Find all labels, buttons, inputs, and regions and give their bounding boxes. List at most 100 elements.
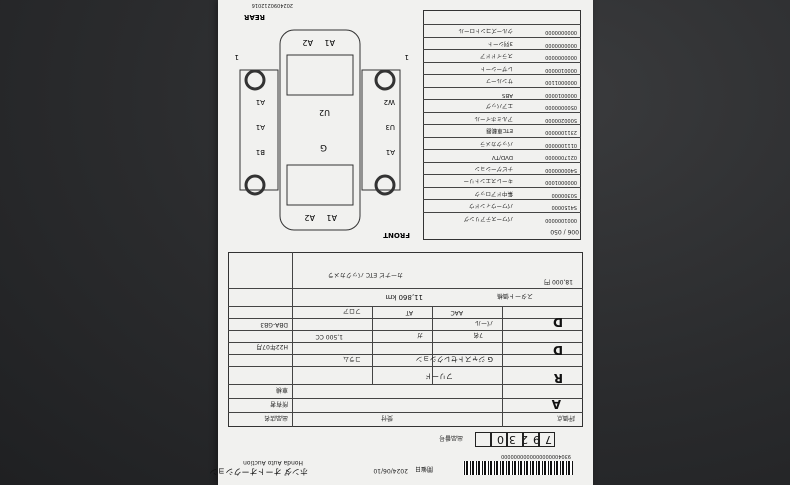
vehicle-damage-diagram: A1 A2 G U2 A1 U3 W2 B1 A1 A1 A1 A2 1 1 F…	[235, 13, 410, 239]
score-d-interior: D	[553, 343, 563, 357]
col-divider	[372, 307, 373, 385]
equipment-row-divider	[423, 49, 581, 51]
mark-a1-front: A1	[326, 213, 337, 222]
equipment-code: 0000001100	[545, 79, 577, 86]
mark-a2-rear: A2	[302, 38, 313, 47]
mark-u2: U2	[319, 108, 330, 117]
equipment-row-divider	[423, 137, 581, 138]
barcode-digits: 9304000000000000000000	[501, 453, 571, 459]
equipment-item: エアバッグ	[485, 102, 513, 109]
equipment-code: S4150000	[551, 204, 577, 211]
equipment-row-divider	[423, 24, 581, 26]
equipment-item: DVD/TV	[491, 154, 513, 161]
fuel: ガ	[416, 331, 423, 338]
wheel-rear-right	[244, 69, 266, 91]
barcode	[463, 461, 573, 475]
equipment-code: 0500000000	[545, 104, 577, 111]
equipment-code: 0000010000	[545, 92, 577, 98]
event-date-label: 開催日	[414, 465, 433, 472]
equipment-code: 2311000000	[545, 129, 577, 136]
grade: G ジャストセレクション	[415, 355, 493, 363]
mark-a1-right: A1	[256, 123, 265, 131]
row-divider	[228, 366, 583, 367]
equipment-row-divider	[423, 99, 581, 101]
wheel-front-left	[374, 174, 396, 196]
inspection-label: 車検	[275, 386, 288, 393]
equipment-code: 0000100000	[545, 67, 577, 73]
right-side-outline	[239, 69, 279, 191]
equipment-item: バックカメラ	[479, 140, 513, 146]
equipment-row-divider	[423, 212, 581, 213]
lot-cell-3	[507, 432, 523, 447]
event-date: 2024/06/10	[373, 467, 408, 474]
auction-inspection-sheet: ホンダ オートオークション Honda Auto Auction 開催日 202…	[209, 0, 593, 485]
row-divider	[228, 318, 583, 319]
doc-ref: 006 / 050	[550, 228, 579, 235]
lot-cell-5	[475, 432, 491, 447]
auction-name-en: Honda Auto Auction	[243, 459, 303, 466]
equipment-row-divider	[423, 37, 581, 38]
equipment-code: 5400000000	[545, 167, 577, 173]
model-name: フリード	[425, 372, 453, 380]
equipment-item: ABS	[502, 92, 513, 98]
sheet-rotated-content: ホンダ オートオークション Honda Auto Auction 開催日 202…	[209, 0, 593, 485]
lot-label: 出品番号	[438, 434, 463, 441]
row-divider	[228, 306, 583, 307]
equipment-row-divider	[423, 174, 581, 176]
type: AT	[405, 309, 413, 316]
score-r: R	[553, 371, 563, 385]
auction-name: ホンダ オートオークション	[209, 467, 308, 476]
equipment-item: パワーウィンドウ	[468, 202, 513, 209]
lot-number-box: 79230	[492, 432, 555, 447]
transmission: コラム	[343, 355, 361, 362]
row-divider	[228, 330, 583, 331]
mark-b1: B1	[256, 148, 265, 156]
score-a: A	[551, 397, 561, 411]
equipment-row-divider	[423, 87, 581, 88]
equipment-item: ETC車載器	[486, 127, 513, 134]
year: H22年07月	[256, 343, 288, 350]
score-d-exterior: D	[553, 315, 563, 329]
equipment-code: 0000000000	[545, 29, 577, 36]
score-label: 評価点	[556, 414, 575, 421]
front-label: FRONT	[383, 231, 410, 239]
equipment-row-divider	[423, 162, 581, 163]
seats: 7名	[473, 331, 483, 338]
col-divider	[502, 307, 503, 427]
equipment-item: サンルーフ	[485, 77, 513, 84]
start-price: 18,000 円	[544, 278, 573, 285]
equipment-row-divider	[423, 199, 581, 201]
equipment-row-divider	[423, 187, 581, 188]
mark-one-left: 1	[405, 53, 409, 61]
mark-a1-left: A1	[386, 148, 395, 156]
row-divider	[228, 288, 583, 289]
left-side-outline	[361, 69, 401, 191]
equipment-item: レザーシート	[480, 65, 513, 71]
col-divider	[292, 252, 293, 427]
mileage: 11,860 km	[385, 293, 423, 301]
row-divider	[228, 354, 583, 355]
equipment-code: 0000001000	[545, 179, 577, 186]
car-body-outline	[279, 29, 361, 231]
equipment-code: 0111000000	[545, 142, 577, 148]
exhibitor-label: 出品店名	[263, 414, 288, 421]
equipment-row-divider	[423, 149, 581, 151]
equipment-row-divider	[423, 74, 581, 76]
equipment-item: アルミホイール	[474, 115, 513, 121]
reception-label: 受付	[380, 414, 393, 421]
equipment-code: 0000000000	[545, 42, 577, 48]
equipment-code: 0001000000	[545, 217, 577, 223]
mark-u3: U3	[385, 123, 395, 131]
displacement: 1,500 CC	[315, 333, 343, 340]
wheel-rear-left	[374, 69, 396, 91]
equipment-row-divider	[423, 124, 581, 126]
rear-label: REAR	[243, 13, 265, 21]
mark-w2-left: W2	[384, 98, 395, 106]
equipment-item: クルーズコントロール	[458, 27, 513, 34]
row-divider	[228, 412, 583, 413]
owner-label: 所有者	[269, 400, 288, 407]
equipment-code: 0000000000	[545, 54, 577, 61]
equipment-item: パワーステアリング	[463, 215, 513, 221]
equipment-row-divider	[423, 62, 581, 63]
mark-g: G	[320, 142, 327, 152]
